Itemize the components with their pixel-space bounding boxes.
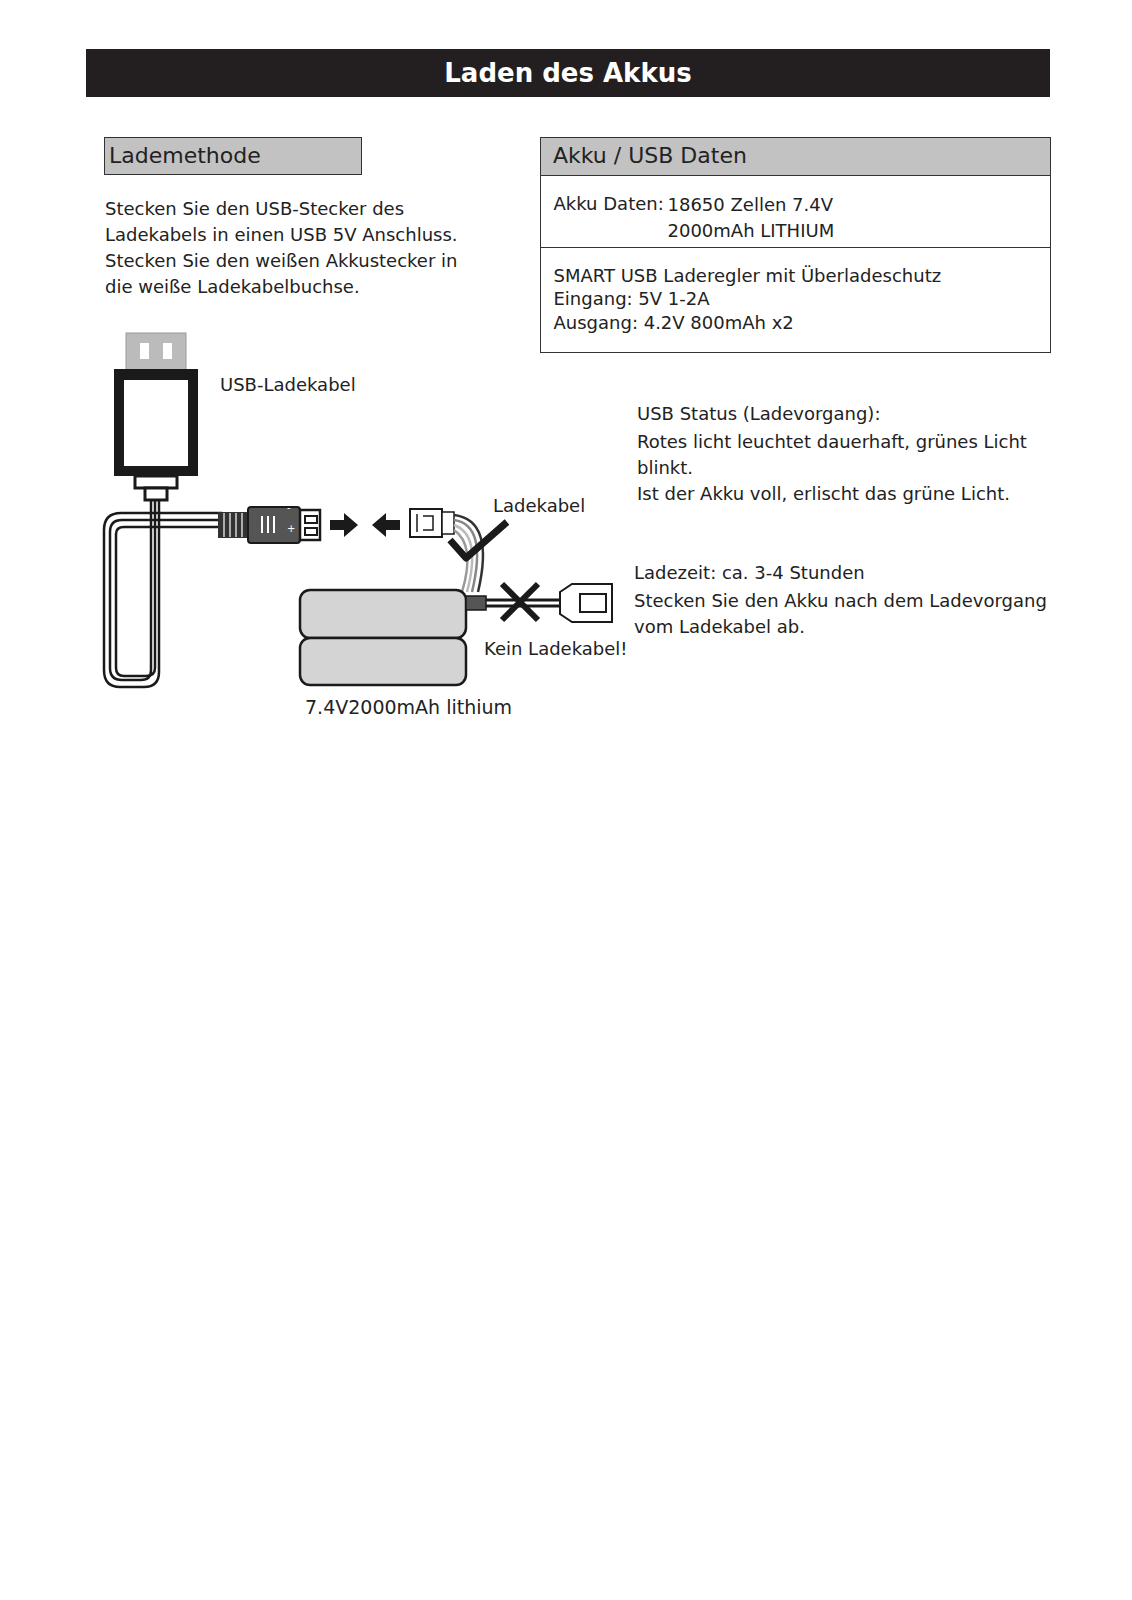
usb-charger-face [124,380,188,466]
discharge-lead [466,584,612,622]
warning-label: Kein Ladekabel! [484,638,628,659]
plug-in-arrow [330,513,358,537]
usb-charger-body [114,369,198,476]
cross-mark [502,584,538,620]
plug-in-arrow [372,513,400,537]
note-text: Stecken Sie den Akku nach dem Ladevorgan… [634,588,1054,640]
usb-cable [104,500,222,687]
polarity-mark: + [287,523,295,534]
usb-contact [140,343,149,359]
table-header: Akku / USB Daten [541,138,1050,175]
table-cell: SMART USB Laderegler mit ÜberladeschutzE… [540,247,1051,351]
part-label: USB-Ladekabel [220,374,356,395]
status-text: Ist der Akku voll, erlischt das grüne Li… [637,481,1057,507]
table-cell: Akku Daten:18650 Zellen 7.4V 2000mAh LIT… [540,175,1051,256]
title-bar: Laden des Akkus [86,49,1050,97]
polarity-mark: - [287,502,291,513]
part-label: Ladekabel [493,495,585,516]
cell-text: Ausgang: 4.2V 800mAh x2 [554,311,1037,334]
note-text: Ladezeit: ca. 3-4 Stunden [634,562,865,583]
usb-plug-metal [126,333,186,371]
title-text: Laden des Akkus [444,58,691,88]
section-heading: Lademethode [109,142,261,171]
instruction-text: Stecken Sie den USB-Stecker des Ladekabe… [105,196,485,300]
battery-cell [300,638,466,685]
status-heading: USB Status (Ladevorgang): [637,403,880,424]
battery-label: 7.4V2000mAh lithium [305,696,512,718]
section-heading-box: Lademethode [104,137,362,175]
white-battery-plug [410,509,454,537]
cell-text: SMART USB Laderegler mit Überladeschutz [554,264,1037,287]
check-mark [450,522,507,558]
status-text: Rotes licht leuchtet dauerhaft, grünes L… [637,429,1037,481]
usb-neck [145,488,167,500]
cell-text: 18650 Zellen 7.4V 2000mAh LITHIUM [668,192,848,244]
data-table: Akku / USB DatenAkku Daten:18650 Zellen … [540,137,1051,353]
dc-connector [218,507,320,543]
usb-contact [163,343,172,359]
battery-cell [300,590,466,638]
cell-text: Akku Daten: [554,192,664,215]
cell-text: Eingang: 5V 1-2A [554,287,1037,310]
usb-neck [135,476,177,488]
